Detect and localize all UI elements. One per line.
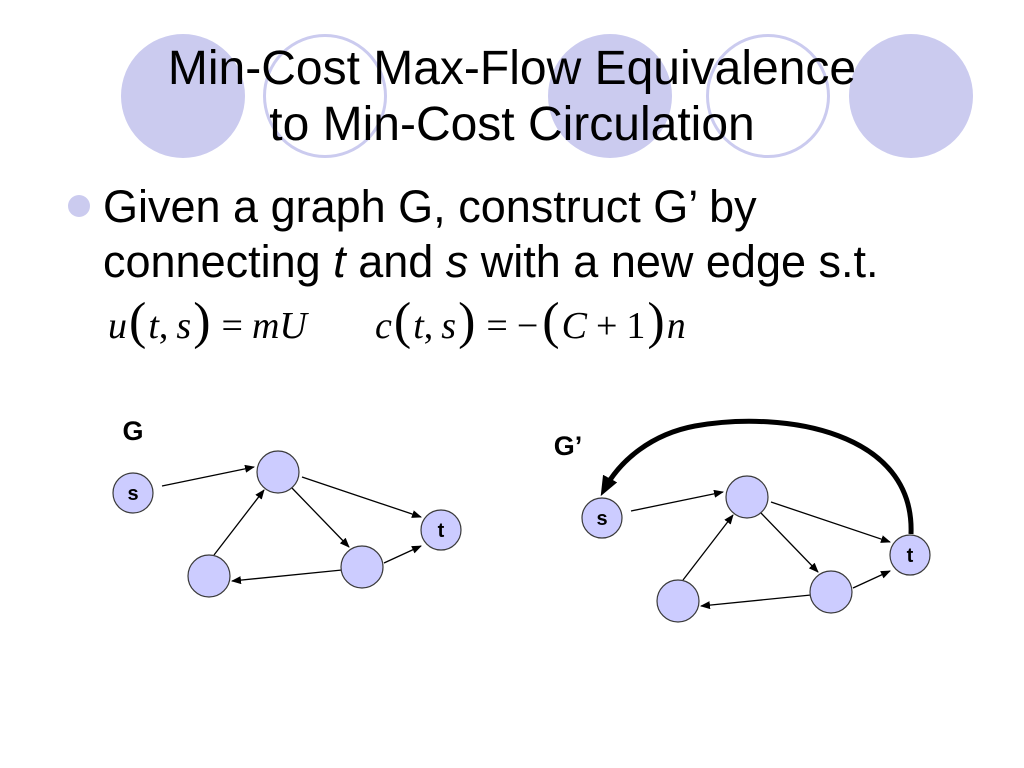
title-line-1: Min-Cost Max-Flow Equivalence [167, 42, 857, 95]
node-right [809, 570, 853, 614]
math-comma: , [423, 305, 434, 347]
math-comma: , [158, 305, 169, 347]
math-paren: ) [193, 293, 211, 350]
math-operator: − [516, 305, 539, 347]
edge-top-to-t [301, 476, 422, 518]
math-operator: = [221, 305, 243, 347]
math-operator: = [486, 305, 508, 347]
bullet-text: Given a graph G, construct G’ by connect… [103, 179, 879, 289]
decorative-circle-filled [121, 34, 245, 158]
bullet-line-2-part: and [345, 236, 446, 287]
edge-right-to-t [383, 545, 422, 564]
node-s [112, 472, 154, 514]
node-t [889, 534, 931, 576]
cost-formula: c(t,s)=−(C+1)n [375, 296, 686, 355]
bullet-line-1: Given a graph G, construct G’ by [103, 181, 757, 232]
edge-s-to-top [161, 464, 255, 487]
edge-left-to-top [682, 514, 734, 581]
node-right [340, 545, 384, 589]
bullet-line-2-var-s: s [445, 236, 469, 287]
graph-diagrams: G s t G’ s t [112, 416, 931, 623]
math-variable: m [251, 305, 280, 347]
node-t-label: t [907, 545, 914, 567]
edge-s-to-top [630, 489, 724, 512]
bullet-line-2-var-t: t [333, 236, 346, 287]
math-variable: u [108, 305, 127, 347]
math-variable: U [279, 305, 307, 347]
math-variable: s [441, 305, 457, 347]
node-s-label: s [596, 508, 607, 530]
edge-right-to-t [852, 570, 891, 589]
bullet-icon [68, 195, 90, 217]
math-variable: C [561, 305, 587, 347]
math-variable: t [413, 305, 424, 347]
node-t [420, 509, 462, 551]
edge-top-to-right [290, 486, 350, 548]
slide-title: Min-Cost Max-Flow Equivalence to Min-Cos… [0, 41, 1024, 153]
graph-g-prime: G’ s t [554, 418, 931, 623]
node-left [187, 554, 231, 598]
node-s [581, 497, 623, 539]
decorative-circle-outline [706, 34, 830, 158]
decorative-circle-filled [849, 34, 973, 158]
edge-right-to-left [231, 569, 343, 585]
math-variable: t [148, 305, 159, 347]
edge-top-to-right [759, 511, 819, 573]
node-top [725, 475, 769, 519]
capacity-formula: u(t,s)=mU [108, 296, 307, 355]
title-line-2: to Min-Cost Circulation [269, 98, 755, 151]
bullet-line-2-part: connecting [103, 236, 334, 287]
graph-g-prime-label: G’ [554, 431, 583, 461]
graph-g-prime-body: s t [581, 475, 931, 623]
math-paren: ) [647, 293, 665, 350]
node-t-label: t [438, 520, 445, 542]
node-top [256, 450, 300, 494]
math-paren: ( [393, 293, 412, 350]
math-paren: ) [458, 293, 476, 350]
edge-right-to-left [700, 594, 812, 610]
math-variable: s [176, 305, 192, 347]
math-number: 1 [626, 305, 646, 347]
bullet-line-2-part: with a new edge s.t. [468, 236, 879, 287]
node-s-label: s [127, 483, 138, 505]
node-left [656, 579, 700, 623]
math-operator: + [595, 305, 618, 347]
decorative-circle-outline [263, 34, 387, 158]
edge-top-to-t [770, 501, 891, 543]
edge-left-to-top [213, 489, 265, 556]
math-paren: ( [542, 293, 560, 350]
math-variable: c [375, 305, 392, 347]
graph-g-label: G [122, 416, 143, 446]
decorative-circle-filled [548, 34, 672, 158]
math-variable: n [666, 305, 686, 347]
edge-t-to-s-new [600, 418, 914, 535]
math-paren: ( [129, 293, 147, 350]
graph-g: G s t [112, 416, 462, 598]
